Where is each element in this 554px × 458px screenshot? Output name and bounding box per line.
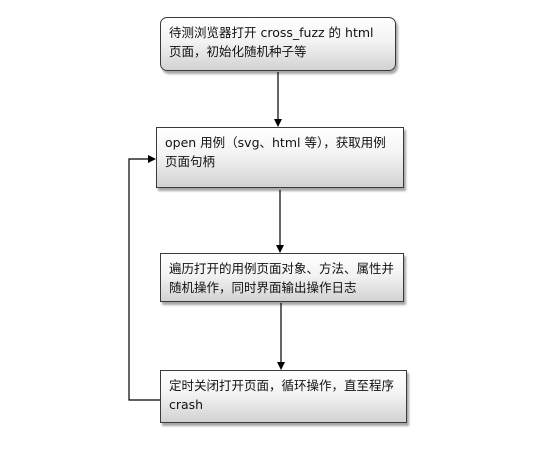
step-box-init: 待测浏览器打开 cross_fuzz 的 html 页面，初始化随机种子等 [160,17,396,71]
loop-arrow-step4-to-step2 [128,155,160,401]
step-text-open-testcase: open 用例（svg、html 等），获取用例页面句柄 [165,135,386,169]
step-text-close-loop: 定时关闭打开页面，循环操作，直至程序 crash [169,378,395,412]
step-text-traverse: 遍历打开的用例页面对象、方法、属性并随机操作，同时界面输出操作日志 [169,261,395,295]
step-text-init: 待测浏览器打开 cross_fuzz 的 html 页面，初始化随机种子等 [169,25,374,59]
step-box-close-loop: 定时关闭打开页面，循环操作，直至程序 crash [160,370,407,423]
step-box-traverse: 遍历打开的用例页面对象、方法、属性并随机操作，同时界面输出操作日志 [160,253,404,302]
step-box-open-testcase: open 用例（svg、html 等），获取用例页面句柄 [156,127,404,188]
